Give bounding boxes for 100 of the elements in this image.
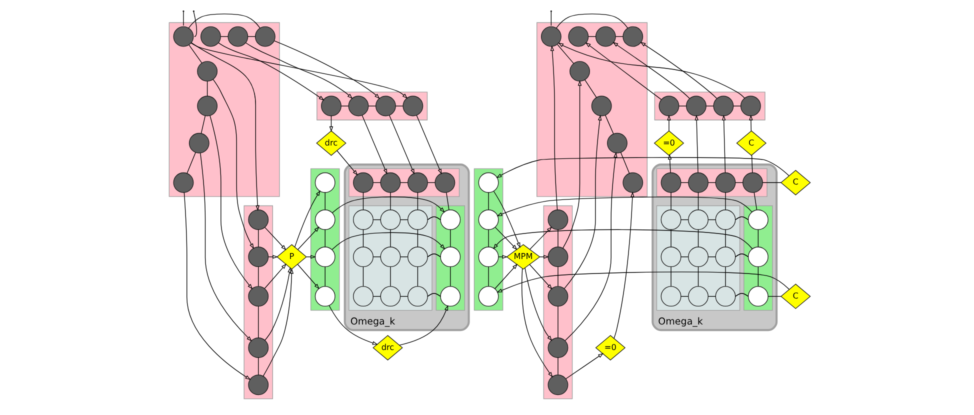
- arrow: [264, 267, 292, 341]
- node-circle: [380, 286, 401, 307]
- node-diamond: =0: [654, 130, 684, 156]
- cluster: [348, 205, 432, 311]
- arrow: [246, 42, 353, 99]
- connector: [762, 182, 782, 183]
- node-diamond: C: [780, 170, 811, 196]
- node-circle: [748, 286, 768, 307]
- arrow: [494, 226, 518, 250]
- node-circle: [622, 172, 644, 193]
- arrow: [262, 268, 294, 376]
- node-diamond: C: [780, 284, 811, 310]
- connector: [258, 229, 259, 248]
- arrow: [667, 114, 671, 132]
- connector: [670, 192, 672, 210]
- node-circle: [660, 246, 682, 268]
- connector: [258, 266, 259, 287]
- node-circle: [660, 210, 682, 230]
- node-circle: [740, 96, 761, 116]
- cluster: Omega_k: [344, 164, 470, 332]
- node-circle: [595, 26, 616, 47]
- arrow: [493, 190, 520, 248]
- connector: [488, 266, 489, 287]
- arrow: [496, 157, 790, 178]
- arrow: [212, 79, 254, 249]
- connector: [620, 152, 630, 174]
- node-circle: [548, 374, 568, 396]
- connector: [324, 192, 326, 210]
- node-circle: [380, 210, 401, 230]
- arrow: [218, 42, 324, 100]
- connector: [390, 229, 391, 248]
- node-circle: [440, 286, 461, 307]
- node-diamond: drc: [316, 130, 346, 156]
- arrow: [496, 272, 790, 293]
- node-circle: [715, 172, 736, 193]
- connector: [488, 229, 489, 248]
- connector: [390, 266, 391, 287]
- arrow: [294, 190, 320, 248]
- arrow: [530, 226, 552, 250]
- node-circle: [715, 286, 736, 307]
- connector: [758, 266, 759, 287]
- node-circle: [353, 210, 374, 230]
- connector: [362, 266, 364, 287]
- connector: [427, 216, 441, 220]
- connector: [725, 266, 726, 287]
- arrow: [362, 115, 388, 174]
- connector: [362, 192, 364, 210]
- node-circle: [570, 61, 590, 82]
- node-circle: [548, 338, 568, 358]
- node-circle: [408, 246, 428, 268]
- node-circle: [348, 96, 369, 116]
- arrow: [524, 268, 552, 342]
- node-circle: [353, 286, 374, 307]
- node-circle: [173, 172, 194, 193]
- arrow: [298, 226, 320, 250]
- node-circle: [478, 246, 499, 268]
- arrow: [416, 115, 442, 174]
- connector: [200, 115, 206, 134]
- node-circle: [188, 132, 210, 154]
- connector: [725, 192, 726, 210]
- arrow: [749, 114, 753, 132]
- connector: [450, 229, 451, 248]
- connector: [206, 80, 208, 96]
- cluster: [656, 205, 740, 311]
- connector: [258, 306, 259, 338]
- connector: [324, 266, 326, 287]
- node-circle: [353, 172, 374, 193]
- node-circle: [197, 61, 218, 82]
- node-circle: [376, 96, 396, 116]
- arrow: [640, 42, 718, 99]
- connector: [604, 114, 614, 134]
- arrow: [612, 42, 690, 99]
- connector: [698, 266, 699, 287]
- node-circle: [248, 374, 269, 396]
- connector: [362, 229, 364, 248]
- arrow: [264, 226, 286, 250]
- connector: [556, 14, 628, 28]
- arrow: [566, 353, 604, 380]
- node-circle: [314, 210, 336, 230]
- arrow: [522, 268, 553, 378]
- node-circle: [380, 172, 401, 193]
- node-circle: [200, 26, 221, 47]
- node-circle: [658, 96, 680, 116]
- connector: [450, 266, 451, 287]
- connector: [698, 192, 699, 210]
- connector: [754, 192, 758, 210]
- node-circle: [380, 246, 401, 268]
- node-circle: [314, 246, 336, 268]
- arrow: [264, 264, 286, 289]
- arrow: [668, 154, 672, 174]
- arrow: [562, 80, 582, 248]
- node-circle: [591, 96, 612, 116]
- arrow: [210, 115, 253, 290]
- node-circle: [321, 96, 342, 116]
- connector: [751, 154, 753, 173]
- arrow: [328, 305, 378, 345]
- node-circle: [248, 286, 269, 307]
- arrow: [694, 114, 698, 173]
- arrow: [332, 232, 446, 250]
- node-circle: [478, 172, 499, 193]
